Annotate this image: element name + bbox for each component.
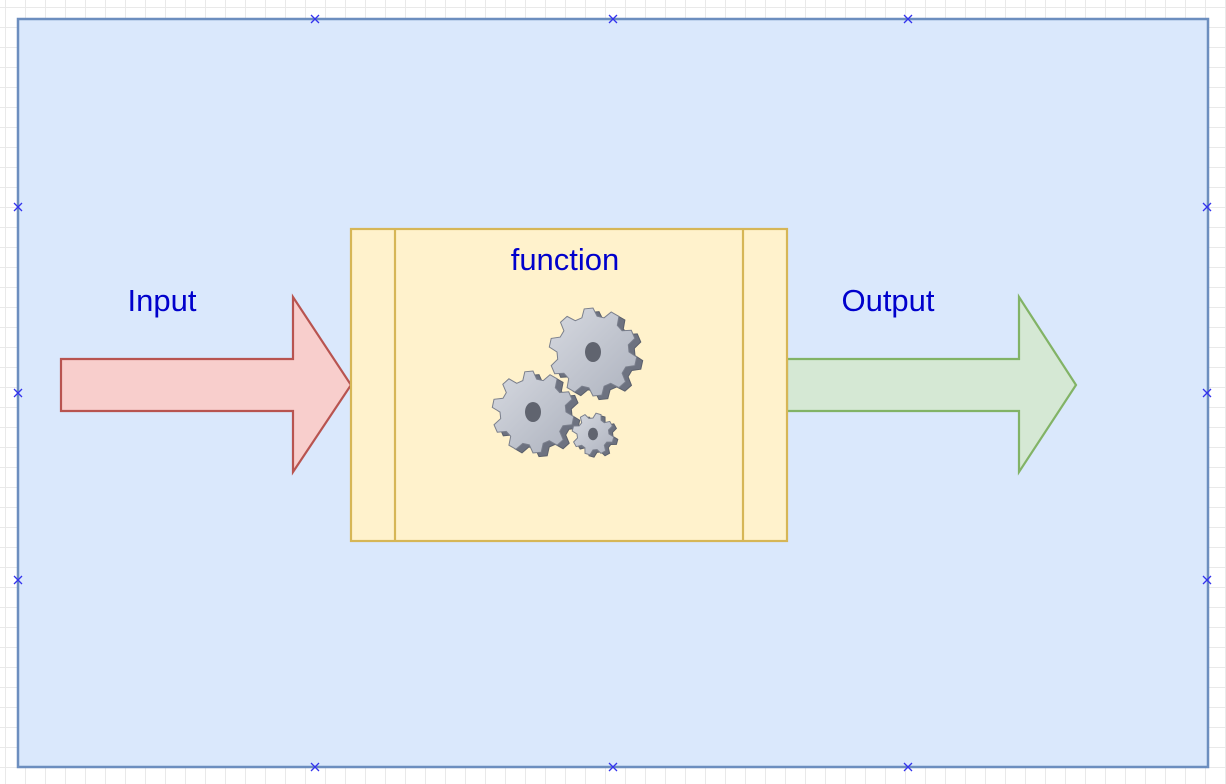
x-handle-icon[interactable] xyxy=(13,202,23,212)
x-handle-icon[interactable] xyxy=(310,14,320,24)
small-gear-icon xyxy=(571,412,619,458)
output-arrow[interactable] xyxy=(785,293,1078,476)
selection-handles xyxy=(13,14,1212,772)
gears-icon xyxy=(491,307,644,458)
x-handle-icon[interactable] xyxy=(1202,575,1212,585)
input-arrow[interactable] xyxy=(59,293,353,476)
large-gear-icon xyxy=(548,307,644,401)
x-handle-icon[interactable] xyxy=(1202,202,1212,212)
x-handle-icon[interactable] xyxy=(903,14,913,24)
x-handle-icon[interactable] xyxy=(608,762,618,772)
medium-gear-icon xyxy=(491,370,581,458)
input-label: Input xyxy=(128,283,197,318)
x-handle-icon[interactable] xyxy=(1202,388,1212,398)
function-label: function xyxy=(511,242,620,277)
x-handle-icon[interactable] xyxy=(13,388,23,398)
x-handle-icon[interactable] xyxy=(903,762,913,772)
x-handle-icon[interactable] xyxy=(13,575,23,585)
output-label: Output xyxy=(841,283,934,318)
x-handle-icon[interactable] xyxy=(608,14,618,24)
x-handle-icon[interactable] xyxy=(310,762,320,772)
